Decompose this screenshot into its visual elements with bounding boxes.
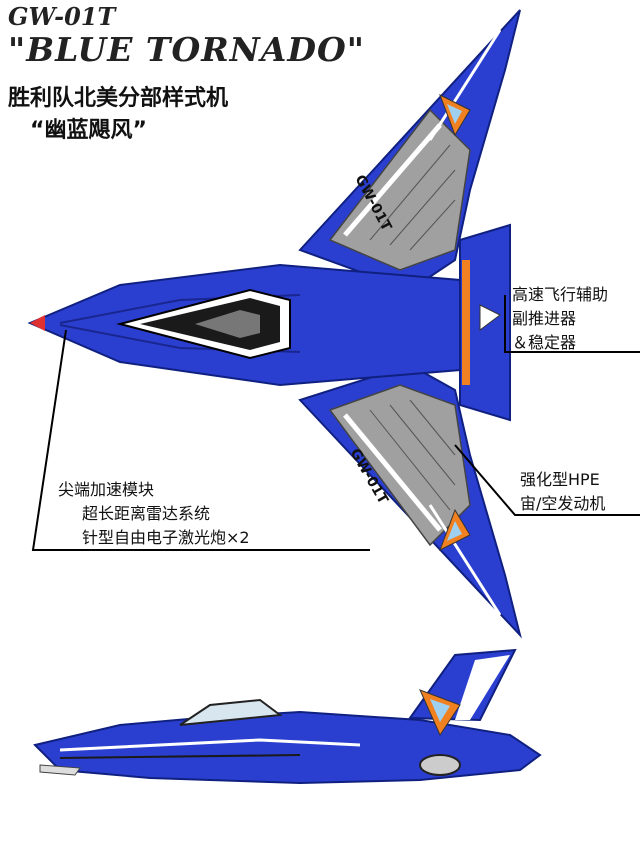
aux-thruster-line-2: 副推进器	[512, 309, 577, 328]
subtitle: 胜利队北美分部样式机	[8, 86, 229, 111]
side-canopy	[179, 698, 283, 726]
upper-wing-panel	[328, 108, 471, 271]
hpe-engine-line-1: 强化型HPE	[520, 470, 600, 489]
aux-thruster-line-3: ＆稳定器	[512, 333, 577, 352]
model-code: GW-01T	[8, 2, 116, 31]
nose-module-leader	[31, 329, 370, 551]
aux-thruster-leader	[504, 295, 640, 353]
nose-tip	[30, 315, 45, 331]
hpe-engine-leader	[454, 444, 640, 516]
aircraft-name: "BLUE TORNADO"	[8, 30, 365, 69]
aux-thruster-line-1: 高速飞行辅助	[512, 285, 609, 304]
lower-wing-panel	[328, 384, 471, 547]
nickname: “幽蓝飓风”	[30, 118, 147, 143]
nose-module-line-1: 尖端加速模块	[58, 480, 155, 499]
hpe-engine-label: 强化型HPE 宙/空发动机	[520, 468, 605, 516]
nose-module-line-2: 超长距离雷达系统	[82, 504, 211, 523]
hpe-engine-line-2: 宙/空发动机	[520, 494, 606, 513]
nose-module-line-3: 针型自由电子激光炮×2	[82, 528, 250, 547]
aux-thruster-label: 高速飞行辅助 副推进器 ＆稳定器	[512, 283, 608, 355]
side-engine-intake	[419, 754, 461, 776]
nose-module-label: 尖端加速模块 超长距离雷达系统 针型自由电子激光炮×2	[58, 478, 250, 550]
